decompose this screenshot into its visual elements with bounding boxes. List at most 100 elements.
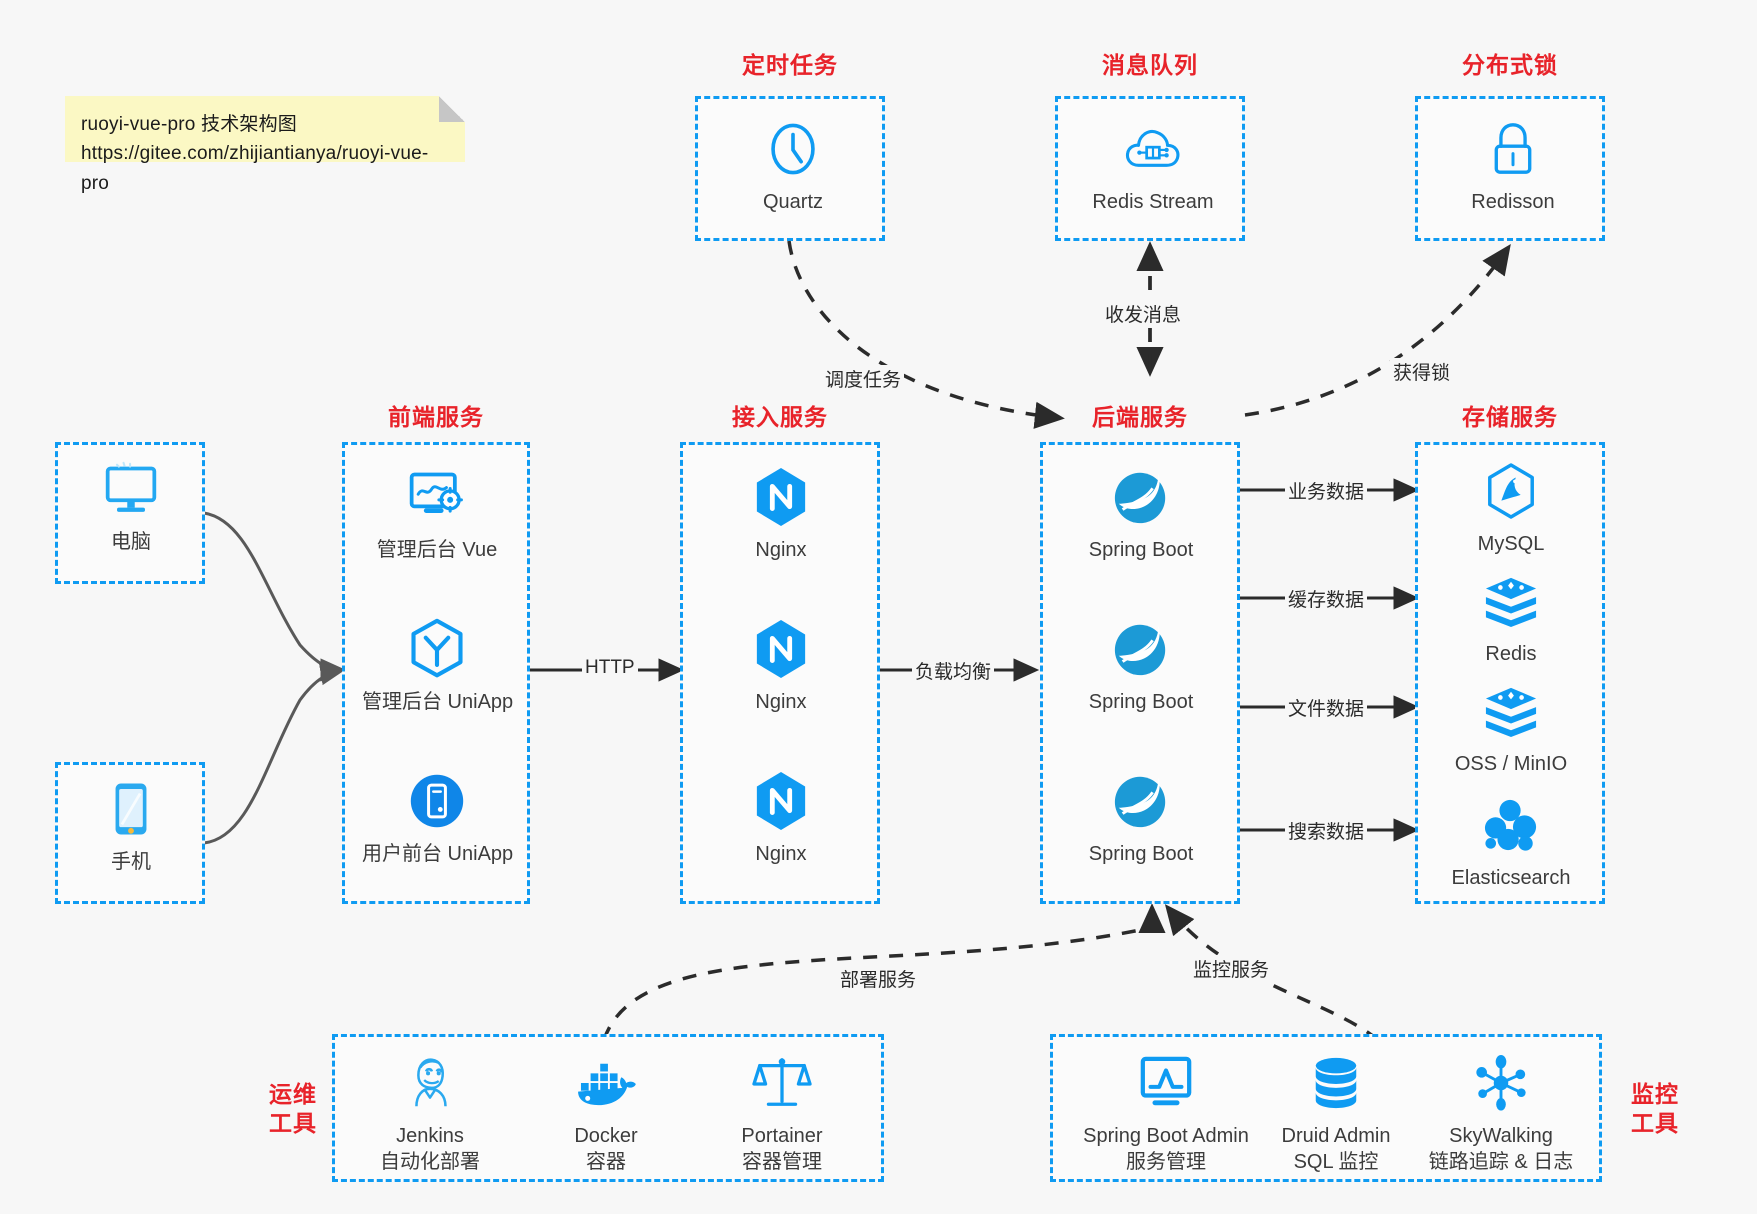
group-title-storage: 存储服务 — [1462, 404, 1558, 430]
node-spring-boot-3[interactable]: Spring Boot — [1066, 769, 1216, 867]
group-backend[interactable]: Spring Boot Spring Boot Spring Boot — [1040, 442, 1240, 904]
group-devops[interactable]: Jenkins 自动化部署 Docker 容器 — [332, 1034, 884, 1182]
node-label: Redis — [1485, 643, 1537, 665]
group-client-pc[interactable]: 电脑 — [55, 442, 205, 584]
node-label: Spring Boot — [1088, 691, 1194, 713]
scales-icon — [707, 1051, 857, 1115]
sticky-note-url: https://gitee.com/zhijiantianya/ruoyi-vu… — [81, 143, 429, 194]
group-title-devops-line2: 工具 — [269, 1109, 317, 1136]
group-title-monitor-line1: 监控 — [1631, 1081, 1679, 1107]
group-monitor[interactable]: Spring Boot Admin 服务管理 Druid Admin SQL 监… — [1050, 1034, 1602, 1182]
spring-icon — [1066, 769, 1216, 833]
monitor-gear-icon — [362, 465, 512, 529]
node-jenkins[interactable]: Jenkins 自动化部署 — [355, 1051, 505, 1175]
node-sublabel: 容器管理 — [742, 1151, 822, 1173]
group-title-frontend: 前端服务 — [388, 404, 484, 430]
node-label: Nginx — [755, 691, 807, 713]
node-pc[interactable]: 电脑 — [56, 457, 206, 555]
node-label: 管理后台 UniApp — [362, 691, 514, 713]
node-label: Spring Boot Admin — [1083, 1125, 1249, 1147]
group-storage[interactable]: MySQL Redis — [1415, 442, 1605, 904]
group-title-gateway: 接入服务 — [732, 404, 828, 430]
node-label: Nginx — [755, 539, 807, 561]
edge-label-search-data: 搜索数据 — [1285, 817, 1368, 844]
jenkins-icon — [355, 1051, 505, 1115]
node-redis[interactable]: Redis — [1436, 569, 1586, 667]
database-icon — [1261, 1051, 1411, 1115]
monitor-chart-icon — [1071, 1051, 1261, 1115]
group-scheduler[interactable]: Quartz — [695, 96, 885, 241]
desktop-icon — [56, 457, 206, 521]
node-sublabel: SQL 监控 — [1293, 1151, 1379, 1173]
node-spring-boot-1[interactable]: Spring Boot — [1066, 465, 1216, 563]
node-mobile[interactable]: 手机 — [56, 777, 206, 875]
node-mysql[interactable]: MySQL — [1436, 459, 1586, 557]
node-spring-boot-admin[interactable]: Spring Boot Admin 服务管理 — [1071, 1051, 1261, 1175]
edge-label-business-data: 业务数据 — [1285, 477, 1368, 504]
node-docker[interactable]: Docker 容器 — [531, 1051, 681, 1175]
node-label: Redisson — [1471, 191, 1555, 213]
group-title-scheduler: 定时任务 — [742, 52, 838, 78]
node-admin-vue[interactable]: 管理后台 Vue — [362, 465, 512, 563]
node-spring-boot-2[interactable]: Spring Boot — [1066, 617, 1216, 715]
cloud-stream-icon — [1078, 117, 1228, 181]
node-redisson[interactable]: Redisson — [1438, 117, 1588, 215]
node-nginx-2[interactable]: Nginx — [706, 617, 856, 715]
group-title-monitor-line2: 工具 — [1631, 1109, 1679, 1136]
node-sublabel: 链路追踪 & 日志 — [1428, 1151, 1574, 1173]
oss-stack-icon — [1436, 679, 1586, 743]
group-frontend[interactable]: 管理后台 Vue 管理后台 UniApp 用户前台 UniApp — [342, 442, 530, 904]
group-lock[interactable]: Redisson — [1415, 96, 1605, 241]
clock-icon — [718, 117, 868, 181]
edge-label-schedule-task: 调度任务 — [822, 365, 905, 392]
group-title-mq: 消息队列 — [1102, 52, 1198, 78]
sticky-note-title: ruoyi-vue-pro 技术架构图 — [81, 114, 298, 135]
docker-icon — [531, 1051, 681, 1115]
node-label: OSS / MinIO — [1454, 753, 1568, 775]
group-client-mobile[interactable]: 手机 — [55, 762, 205, 904]
node-portainer[interactable]: Portainer 容器管理 — [707, 1051, 857, 1175]
group-mq[interactable]: Redis Stream — [1055, 96, 1245, 241]
wire-pc-to-frontend — [203, 511, 347, 682]
mysql-icon — [1436, 459, 1586, 523]
node-admin-uniapp[interactable]: 管理后台 UniApp — [362, 617, 514, 715]
node-label: Quartz — [762, 191, 824, 213]
node-redis-stream[interactable]: Redis Stream — [1078, 117, 1228, 215]
spring-icon — [1066, 465, 1216, 529]
group-title-monitor: 监控 工具 — [1620, 1080, 1690, 1138]
node-nginx-1[interactable]: Nginx — [706, 465, 856, 563]
node-nginx-3[interactable]: Nginx — [706, 769, 856, 867]
node-elasticsearch[interactable]: Elasticsearch — [1436, 793, 1586, 891]
node-skywalking[interactable]: SkyWalking 链路追踪 & 日志 — [1411, 1051, 1591, 1175]
node-label: 用户前台 UniApp — [362, 843, 514, 865]
node-quartz[interactable]: Quartz — [718, 117, 868, 215]
node-sublabel: 容器 — [586, 1151, 626, 1173]
group-gateway[interactable]: Nginx Nginx Nginx — [680, 442, 880, 904]
sticky-note: ruoyi-vue-pro 技术架构图 https://gitee.com/zh… — [65, 96, 465, 194]
edge-label-send-receive: 收发消息 — [1102, 300, 1185, 327]
spring-icon — [1066, 617, 1216, 681]
edge-label-monitor-service: 监控服务 — [1190, 955, 1273, 982]
elasticsearch-icon — [1436, 793, 1586, 857]
node-label: Portainer — [741, 1125, 823, 1147]
wire-mobile-to-frontend — [203, 662, 347, 845]
sticky-note-fold — [439, 96, 465, 122]
nginx-icon — [706, 465, 856, 529]
node-label: SkyWalking — [1449, 1125, 1553, 1147]
node-label: Redis Stream — [1092, 191, 1214, 213]
node-druid-admin[interactable]: Druid Admin SQL 监控 — [1261, 1051, 1411, 1175]
node-user-uniapp[interactable]: 用户前台 UniApp — [362, 769, 514, 867]
node-label: Jenkins — [396, 1125, 464, 1147]
node-label: 手机 — [111, 851, 151, 873]
group-title-devops-line1: 运维 — [269, 1081, 317, 1107]
node-label: Nginx — [755, 843, 807, 865]
circle-mobile-icon — [362, 769, 512, 833]
node-label: Spring Boot — [1088, 843, 1194, 865]
group-title-backend: 后端服务 — [1092, 404, 1188, 430]
wire-backend-to-redisson — [1244, 243, 1511, 417]
hexagon-y-icon — [362, 617, 512, 681]
node-oss-minio[interactable]: OSS / MinIO — [1436, 679, 1586, 777]
node-label: 电脑 — [111, 531, 151, 553]
phone-icon — [56, 777, 206, 841]
